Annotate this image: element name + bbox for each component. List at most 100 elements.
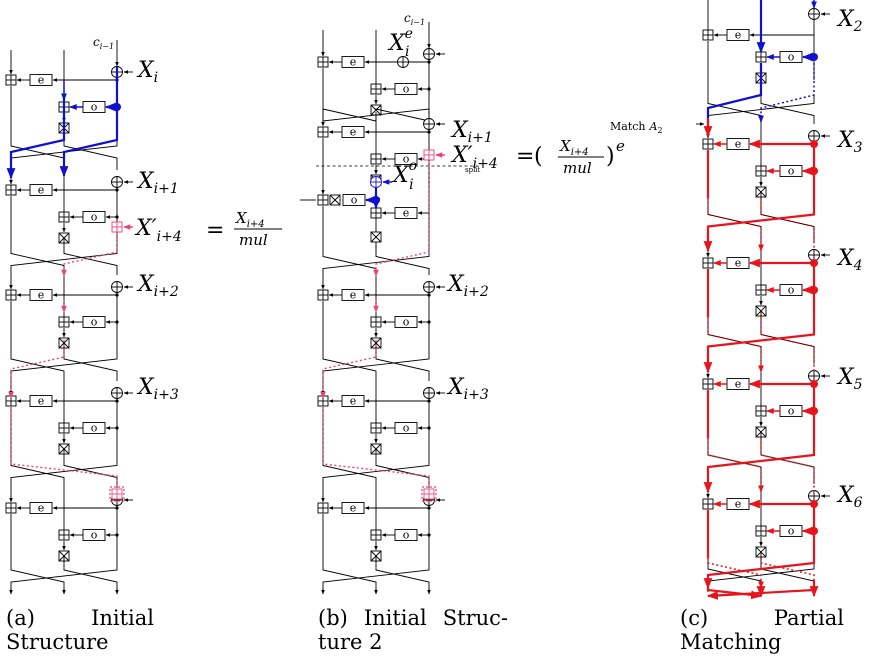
- middle-modadd: [755, 51, 767, 63]
- e-function-box: e: [29, 184, 53, 197]
- label-x6: X6: [836, 483, 863, 511]
- middle-modadd: [58, 211, 70, 223]
- swap-wire: [322, 455, 430, 488]
- swap-wire: [707, 317, 762, 364]
- label-split: split: [465, 166, 481, 174]
- label-equals: =: [516, 144, 534, 169]
- modmul-d2: [370, 231, 382, 243]
- caption-a: (a)Initial Structure: [6, 606, 154, 654]
- junction-dot: [427, 399, 431, 403]
- swap-wire: [10, 244, 118, 275]
- round-xor: [808, 249, 820, 261]
- swap-wire: [63, 238, 118, 275]
- pink-end-square: [111, 488, 123, 500]
- left-modadd: [702, 378, 714, 390]
- swap-wire: [63, 449, 118, 488]
- left-modadd: [702, 29, 714, 41]
- swap-wire: [63, 556, 118, 590]
- swap-wire: [375, 556, 430, 590]
- blue-xor: [370, 176, 382, 188]
- swap-wire: [322, 562, 430, 590]
- swap-wire: [375, 108, 430, 122]
- o-function-box-label: o: [403, 153, 410, 166]
- e-function-box-label: e: [735, 378, 742, 391]
- round-xor: [808, 370, 820, 382]
- blue-path: [6, 95, 66, 180]
- label-x-i3: Xi+3: [136, 375, 179, 403]
- label-x-prime: X′i+4: [450, 143, 498, 172]
- middle-modadd: [755, 525, 767, 537]
- e-function-box: e: [29, 289, 53, 302]
- middle-modadd: [370, 153, 382, 165]
- swap-wire: [322, 250, 377, 275]
- middle-modadd: [755, 405, 767, 417]
- o-function-box: o: [82, 422, 106, 435]
- o-function-box-label: o: [91, 422, 98, 435]
- left-modadd: [702, 498, 714, 510]
- label-x3: X3: [836, 128, 863, 156]
- pink-dotted-path: [10, 408, 118, 494]
- swap-wire: [10, 349, 65, 381]
- o-function-box: o: [82, 529, 106, 542]
- left-modadd: [5, 74, 17, 86]
- red-dotted-path: [707, 558, 764, 589]
- left-modadd: [702, 138, 714, 150]
- pink-guess-square: [111, 221, 123, 233]
- round-xor: [808, 490, 820, 502]
- blue-path: [59, 66, 119, 178]
- e-function-box: e: [726, 257, 750, 270]
- o-function-box: o: [394, 422, 418, 435]
- e-function-box-label: e: [38, 502, 45, 515]
- modmul-d2: [329, 194, 341, 206]
- e-function-box-label: e: [735, 498, 742, 511]
- e-function-box: e: [726, 378, 750, 391]
- o-function-box-label: o: [788, 405, 795, 418]
- label-x-i3: Xi+3: [446, 375, 489, 403]
- label-x-i1: Xi+1: [136, 169, 179, 197]
- o-function-box: o: [779, 405, 803, 418]
- o-function-box-label: o: [91, 316, 98, 329]
- highlighted-paths: [6, 0, 819, 600]
- o-function-box: o: [82, 101, 106, 114]
- e-function-box-label: e: [350, 395, 357, 408]
- pink-dotted-path: [322, 408, 430, 494]
- o-function-box-label: o: [403, 529, 410, 542]
- label-frac-denominator: mul: [239, 231, 268, 249]
- e-function-box-label: e: [735, 138, 742, 151]
- e-function-box: e: [341, 502, 365, 515]
- swap-wire: [10, 562, 65, 590]
- middle-modadd: [370, 422, 382, 434]
- e-function-box-label: e: [735, 29, 742, 42]
- middle-modadd: [755, 165, 767, 177]
- o-function-box-label: o: [403, 422, 410, 435]
- swap-wire: [375, 244, 430, 275]
- swap-wire: [322, 455, 377, 488]
- o-function-box-label: o: [351, 194, 358, 207]
- o-function-box: o: [394, 529, 418, 542]
- o-function-box: o: [342, 194, 366, 207]
- middle-modadd: [370, 83, 382, 95]
- label-x4: X4: [836, 246, 863, 274]
- o-function-box-label: o: [91, 529, 98, 542]
- pink-dotted-path: [8, 340, 65, 399]
- left-modadd: [317, 289, 329, 301]
- e-function-box-label: e: [350, 126, 357, 139]
- left-modadd: [5, 289, 17, 301]
- junction-dot: [115, 506, 119, 510]
- e-function-box-label: e: [38, 395, 45, 408]
- e-function-box-label: e: [38, 289, 45, 302]
- round-xor: [111, 281, 123, 293]
- pink-guess-square: [423, 149, 435, 161]
- junction-dot: [810, 53, 818, 61]
- e-function-box-label: e: [38, 74, 45, 87]
- pink-end-square: [423, 488, 435, 500]
- label-frac-denominator: mul: [563, 159, 592, 177]
- swap-wire: [10, 455, 65, 488]
- e-function-box: e: [29, 502, 53, 515]
- middle-modadd: [370, 529, 382, 541]
